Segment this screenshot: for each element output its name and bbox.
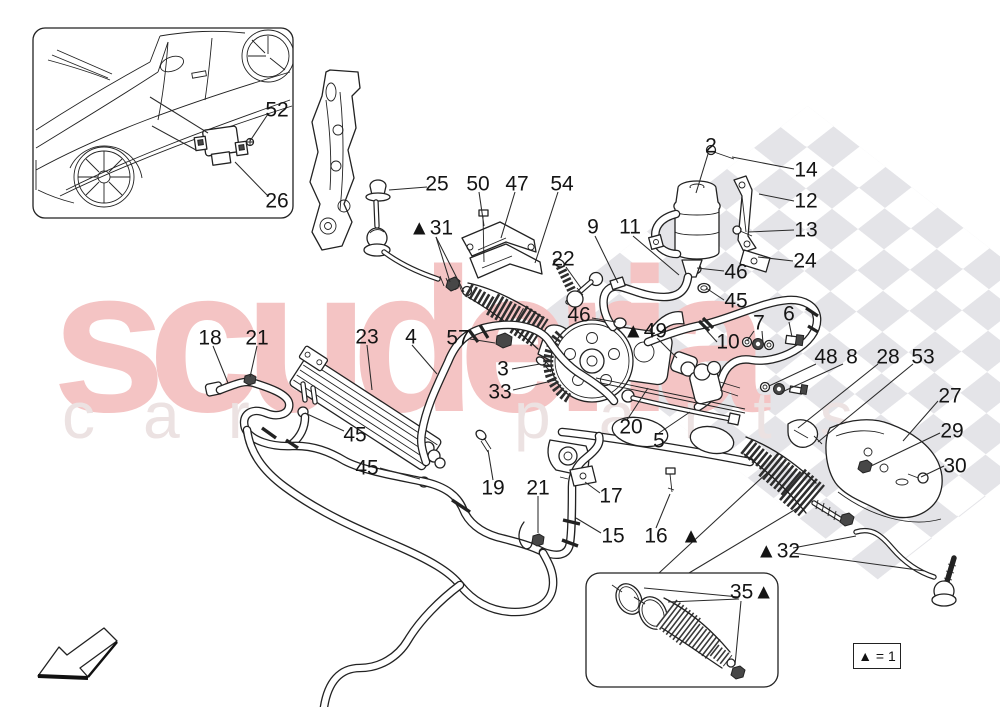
- tie-rod-thread: [811, 499, 855, 527]
- nut-57: [495, 332, 513, 349]
- part-label-10[interactable]: 10: [716, 330, 740, 354]
- part-label-45[interactable]: 45: [724, 289, 748, 313]
- valve-body: [689, 360, 741, 405]
- part-label-27[interactable]: 27: [938, 384, 962, 408]
- part-label-11[interactable]: 11: [619, 215, 641, 239]
- boot-kit-box: [585, 572, 779, 688]
- reservoir-bracket-12: [733, 175, 757, 253]
- bracket-17: [559, 465, 597, 487]
- part-label-33[interactable]: 33: [488, 380, 512, 404]
- leader-lines: [212, 113, 945, 666]
- part-label-3[interactable]: 3: [497, 357, 509, 381]
- rear-wheel-spokes: [248, 36, 286, 71]
- legend-box: ▲ = 1: [853, 643, 901, 669]
- part-label-18[interactable]: 18: [198, 326, 222, 350]
- upper-tie-rod-assembly: [363, 179, 604, 377]
- part-label-15[interactable]: 15: [601, 524, 625, 548]
- nut-29: [857, 459, 873, 474]
- front-wheel-spokes: [78, 151, 130, 203]
- part-label-25[interactable]: 25: [425, 172, 449, 196]
- part-label-20[interactable]: 20: [619, 415, 643, 439]
- part-label-t[interactable]: ▲: [680, 524, 702, 548]
- screw-50: [478, 209, 489, 217]
- legend-text: ▲ = 1: [858, 648, 896, 664]
- part-label-4[interactable]: 4: [405, 325, 417, 349]
- part-label-47[interactable]: 47: [505, 172, 529, 196]
- kit-nut: [730, 665, 746, 680]
- part-label-30[interactable]: 30: [943, 454, 967, 478]
- bolt-6: [784, 334, 805, 347]
- part-label-28[interactable]: 28: [876, 345, 900, 369]
- part-label-t49[interactable]: ▲49: [622, 319, 668, 343]
- dome-nut-25: [369, 179, 387, 196]
- part-label-12[interactable]: 12: [794, 189, 818, 213]
- part-label-45[interactable]: 45: [355, 456, 379, 480]
- part-label-50[interactable]: 50: [466, 172, 490, 196]
- part-label-26[interactable]: 26: [265, 189, 289, 213]
- clip-21b: [518, 521, 545, 550]
- heat-shield-27: [825, 419, 943, 523]
- part-label-5[interactable]: 5: [653, 429, 665, 453]
- part-label-22[interactable]: 22: [551, 247, 575, 271]
- suction-hose: [599, 272, 693, 332]
- part-label-2[interactable]: 2: [705, 134, 717, 158]
- clamp-46b: [613, 317, 627, 329]
- part-label-19[interactable]: 19: [481, 476, 505, 500]
- suspension-upright: [309, 69, 361, 251]
- part-label-35t[interactable]: 35▲: [729, 580, 775, 604]
- seals-48-8: [759, 381, 809, 396]
- clamp-45: [697, 282, 711, 294]
- part-label-45[interactable]: 45: [343, 423, 367, 447]
- part-label-48[interactable]: 48: [814, 345, 838, 369]
- part-label-13[interactable]: 13: [794, 218, 818, 242]
- mounting-brackets-47-54: [461, 209, 543, 279]
- part-label-29[interactable]: 29: [940, 419, 964, 443]
- part-label-8[interactable]: 8: [846, 345, 858, 369]
- plate-24: [739, 249, 771, 273]
- car-location-inset: [32, 27, 294, 219]
- part-label-21[interactable]: 21: [245, 326, 269, 350]
- outer-tie-rod-32: [853, 528, 957, 607]
- bolt-19: [475, 429, 492, 453]
- part-label-6[interactable]: 6: [783, 302, 795, 326]
- oil-cooler-23: [287, 345, 446, 488]
- pressure-hose-10: [643, 295, 822, 412]
- part-label-57[interactable]: 57: [446, 326, 470, 350]
- part-label-23[interactable]: 23: [355, 325, 379, 349]
- part-label-7[interactable]: 7: [753, 311, 765, 335]
- bolt-30: [907, 472, 929, 484]
- part-label-46[interactable]: 46: [724, 260, 748, 284]
- direction-arrow: [37, 627, 118, 680]
- part-label-16[interactable]: 16: [644, 524, 668, 548]
- part-label-54[interactable]: 54: [550, 172, 574, 196]
- part-label-53[interactable]: 53: [911, 345, 935, 369]
- bolt-16: [665, 467, 676, 493]
- part-label-9[interactable]: 9: [587, 215, 599, 239]
- part-label-52[interactable]: 52: [265, 98, 289, 122]
- return-hose-15: [242, 425, 604, 707]
- bolt-14: [705, 144, 735, 160]
- steering-control-module: [149, 96, 255, 166]
- part-label-t31[interactable]: ▲31: [408, 216, 454, 240]
- part-label-14[interactable]: 14: [794, 158, 818, 182]
- part-label-21[interactable]: 21: [526, 476, 550, 500]
- banjo-fitting-7: [741, 336, 775, 351]
- part-label-t32[interactable]: ▲32: [755, 539, 801, 563]
- bolt-13: [732, 225, 753, 237]
- car-sketch: [35, 29, 293, 208]
- inner-tie-bar-5: [621, 389, 741, 426]
- part-label-17[interactable]: 17: [599, 484, 623, 508]
- part-label-24[interactable]: 24: [793, 249, 817, 273]
- part-label-46[interactable]: 46: [567, 303, 591, 327]
- shield-bracket-28-53: [787, 419, 823, 448]
- hose-assembly-18: [204, 373, 548, 557]
- fluid-reservoir: [648, 144, 771, 294]
